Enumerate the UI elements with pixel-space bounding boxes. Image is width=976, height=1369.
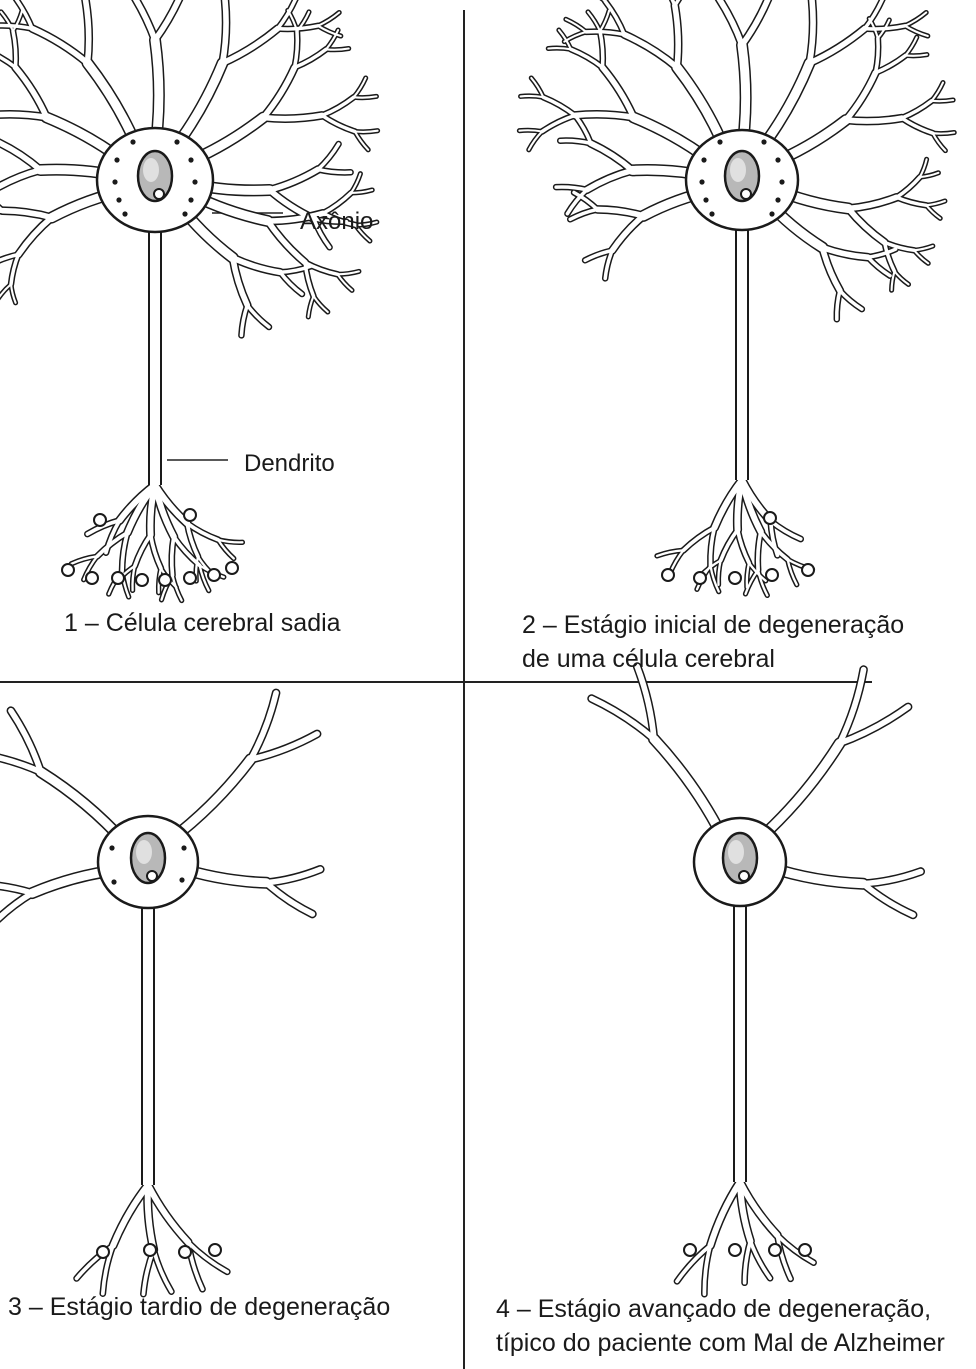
neuron-early-degeneration (519, 0, 954, 595)
neuron-fill (592, 667, 921, 1295)
terminal-bulb (208, 569, 220, 581)
terminal-bulb (694, 572, 706, 584)
granule (116, 197, 121, 202)
granule (761, 139, 766, 144)
caption-panel-2-line-1: 2 – Estágio inicial de degeneração (522, 608, 904, 642)
granule (779, 179, 784, 184)
granule (769, 211, 774, 216)
granule (701, 157, 706, 162)
caption-panel-2: 2 – Estágio inicial de degeneração de um… (522, 608, 904, 676)
granule (703, 197, 708, 202)
terminal-bulb (86, 572, 98, 584)
nucleus-highlight (728, 840, 744, 864)
nucleus-highlight (730, 158, 746, 182)
granule (109, 845, 114, 850)
terminal-bulb (97, 1246, 109, 1258)
neuron-late-degeneration (0, 693, 320, 1294)
terminal-bulb (684, 1244, 696, 1256)
granule (717, 139, 722, 144)
caption-panel-1: 1 – Célula cerebral sadia (64, 606, 341, 640)
terminal-bulb (226, 562, 238, 574)
nucleolus (154, 189, 164, 199)
terminal-bulb (184, 572, 196, 584)
nucleolus (147, 871, 157, 881)
terminal-bulb (662, 569, 674, 581)
axon-label: Axônio (300, 208, 373, 236)
terminal-bulb (112, 572, 124, 584)
terminal-bulb (184, 509, 196, 521)
nucleolus (741, 189, 751, 199)
terminal-bulb (764, 512, 776, 524)
caption-panel-2-line-2: de uma célula cerebral (522, 642, 904, 676)
caption-panel-3: 3 – Estágio tardio de degeneração (8, 1290, 390, 1324)
nucleolus (739, 871, 749, 881)
terminal-bulb (766, 569, 778, 581)
caption-panel-4: 4 – Estágio avançado de degeneração, típ… (496, 1292, 945, 1360)
granule (112, 179, 117, 184)
terminal-bulb (179, 1246, 191, 1258)
neuron-outline (592, 667, 921, 1295)
granule (192, 179, 197, 184)
dendrite-label: Dendrito (244, 450, 335, 478)
terminal-bulb (729, 572, 741, 584)
granule (775, 197, 780, 202)
granule (174, 139, 179, 144)
granule (181, 845, 186, 850)
granule (699, 179, 704, 184)
terminal-bulb (144, 1244, 156, 1256)
granule (709, 211, 714, 216)
terminal-bulb (62, 564, 74, 576)
terminal-bulb (159, 574, 171, 586)
terminal-bulb (94, 514, 106, 526)
neuron-advanced-degeneration (592, 667, 921, 1295)
nucleus-highlight (136, 840, 152, 864)
caption-panel-3-line-1: 3 – Estágio tardio de degeneração (8, 1290, 390, 1324)
granule (188, 197, 193, 202)
granule (182, 211, 187, 216)
terminal-bulb (799, 1244, 811, 1256)
neuron-healthy (0, 0, 378, 600)
granule (179, 877, 184, 882)
terminal-bulb (802, 564, 814, 576)
caption-panel-4-line-2: típico do paciente com Mal de Alzheimer (496, 1326, 945, 1360)
terminal-bulb (729, 1244, 741, 1256)
granule (114, 157, 119, 162)
granule (775, 157, 780, 162)
granule (130, 139, 135, 144)
granule (111, 879, 116, 884)
terminal-bulb (209, 1244, 221, 1256)
terminal-bulb (136, 574, 148, 586)
caption-panel-1-line-1: 1 – Célula cerebral sadia (64, 606, 341, 640)
granule (122, 211, 127, 216)
nucleus-highlight (143, 158, 159, 182)
granule (188, 157, 193, 162)
caption-panel-4-line-1: 4 – Estágio avançado de degeneração, (496, 1292, 945, 1326)
terminal-bulb (769, 1244, 781, 1256)
